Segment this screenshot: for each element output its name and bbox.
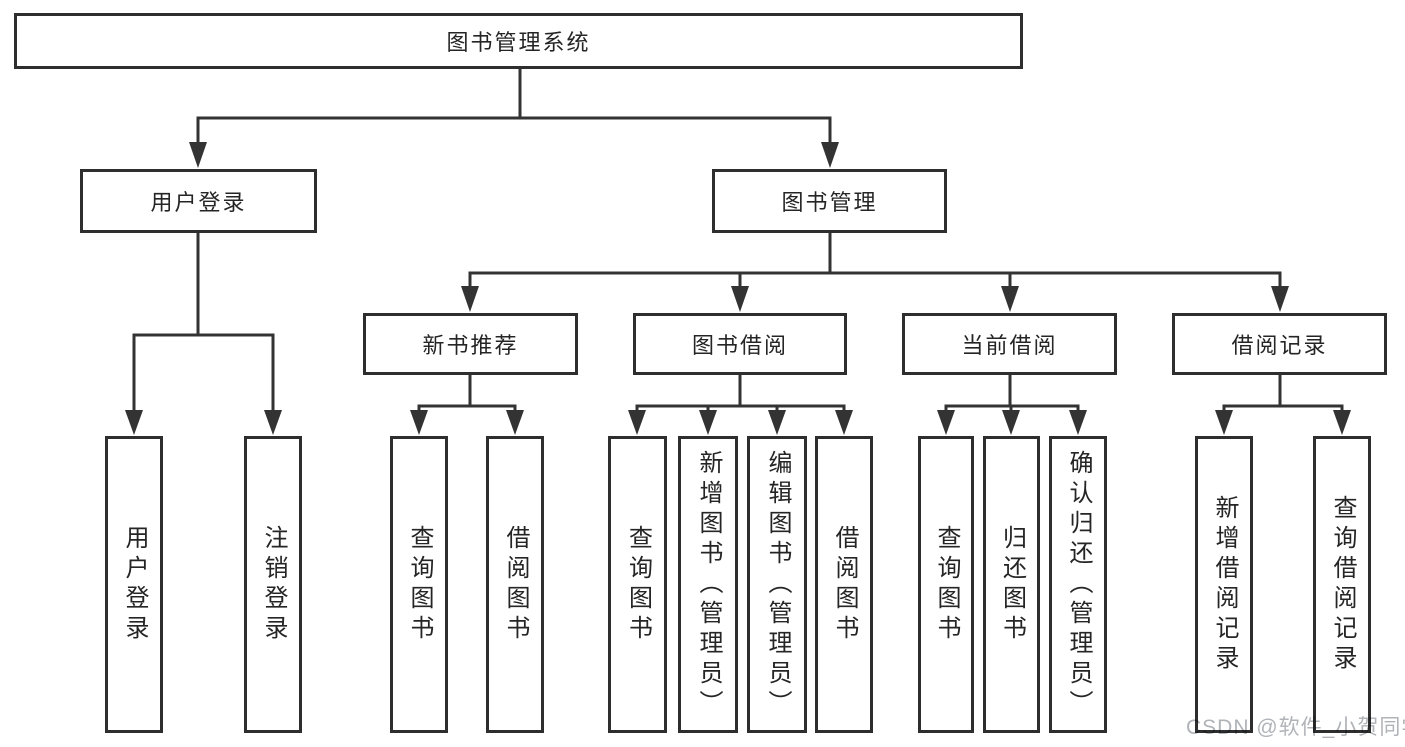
leaf-node-logout: 注销登录 [244,436,302,733]
node-label: 图书管理系统 [446,30,591,55]
node-book-management-branch: 图书管理 [712,169,947,233]
node-borrow-records: 借阅记录 [1172,313,1387,375]
leaf-node-label: 用户登录 [121,524,148,645]
leaf-node-edit-book-admin: 编辑图书（管理员） [747,436,807,733]
node-label: 新书推荐 [422,333,519,358]
leaf-node-label: 借阅图书 [831,524,858,645]
leaf-node-add-book-admin: 新增图书（管理员） [678,436,738,733]
leaf-node-borrow-books: 借阅图书 [815,436,873,733]
leaf-node-label: 编辑图书（管理员） [764,449,791,720]
leaf-node-label: 查询图书 [406,524,433,645]
csdn-watermark: CSDN @软件_小贺同学 [1186,716,1405,739]
node-label: 图书管理 [781,190,878,215]
leaf-node-query-books: 查询图书 [390,436,448,733]
node-library-management-system: 图书管理系统 [14,13,1023,69]
node-current-borrow: 当前借阅 [902,313,1117,375]
leaf-node-label: 归还图书 [998,524,1026,645]
leaf-node-query-borrow-record: 查询借阅记录 [1313,436,1371,733]
leaf-node-user-login: 用户登录 [105,436,163,733]
leaf-node-confirm-return-admin: 确认归还（管理员） [1049,436,1107,733]
leaf-node-label: 查询借阅记录 [1329,494,1356,675]
leaf-node-label: 确认归还（管理员） [1065,449,1092,720]
leaf-node-label: 查询图书 [933,524,960,645]
leaf-node-query-books: 查询图书 [608,436,667,733]
leaf-node-label: 注销登录 [260,524,287,645]
node-book-borrow: 图书借阅 [633,313,847,375]
node-user-login-branch: 用户登录 [80,169,317,233]
leaf-node-label: 借阅图书 [502,524,529,645]
leaf-node-add-borrow-record: 新增借阅记录 [1195,436,1253,733]
node-new-book-recommend: 新书推荐 [363,313,578,375]
leaf-node-query-books: 查询图书 [918,436,974,733]
node-label: 用户登录 [150,190,247,215]
arrowhead-icons [125,142,1351,435]
leaf-node-return-book: 归还图书 [983,436,1040,733]
node-label: 图书借阅 [691,333,788,358]
leaf-node-label: 新增图书（管理员） [695,449,722,720]
leaf-node-label: 查询图书 [624,524,652,645]
node-label: 当前借阅 [961,333,1058,358]
leaf-node-borrow-books: 借阅图书 [486,436,544,733]
node-label: 借阅记录 [1231,333,1328,358]
leaf-node-label: 新增借阅记录 [1211,494,1238,675]
